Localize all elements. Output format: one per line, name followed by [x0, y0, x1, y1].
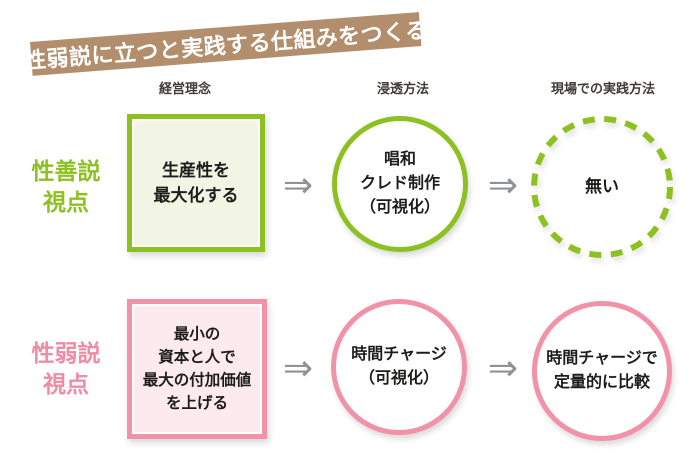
- method-text-pink: 時間チャージ （可視化）: [351, 346, 447, 387]
- philosophy-box-green: 生産性を 最大化する: [127, 114, 265, 252]
- dashed-circle-icon: [531, 116, 673, 258]
- method-text-green: 唱和 クレド制作 （可視化）: [359, 151, 440, 216]
- method-circle-pink: 時間チャージ （可視化）: [331, 299, 467, 435]
- arrow-icon-row2-first: ⇒: [282, 348, 314, 389]
- row-label-seizensetsu: 性善説 視点: [31, 159, 101, 216]
- column-header-method: 浸透方法: [376, 81, 429, 96]
- arrow-icon-row2-second: ⇒: [487, 348, 519, 389]
- title-banner: 性弱説に立つと実践する仕組みをつくる: [23, 12, 428, 76]
- row-label-seijakusetsu: 性弱説 視点: [31, 341, 101, 398]
- arrow-icon-row1-first: ⇒: [282, 165, 314, 206]
- practice-circle-dashed: 無い: [528, 113, 676, 261]
- philosophy-box-pink: 最小の 資本と人で 最大の付加価値 を上げる: [127, 299, 267, 439]
- method-circle-green: 唱和 クレド制作 （可視化）: [332, 116, 468, 252]
- column-header-philosophy: 経営理念: [158, 81, 211, 96]
- practice-text-pink: 時間チャージで 定量的に比較: [546, 350, 658, 391]
- practice-circle-pink: 時間チャージで 定量的に比較: [532, 301, 672, 441]
- philosophy-text-pink: 最小の 資本と人で 最大の付加価値 を上げる: [142, 325, 252, 413]
- practice-text-none: 無い: [585, 177, 619, 197]
- philosophy-text-green: 生産性を 最大化する: [153, 160, 239, 206]
- title-text: 性弱説に立つと実践する仕組みをつくる: [23, 17, 429, 74]
- arrow-icon-row1-second: ⇒: [487, 165, 519, 206]
- column-header-practice: 現場での実践方法: [550, 81, 655, 96]
